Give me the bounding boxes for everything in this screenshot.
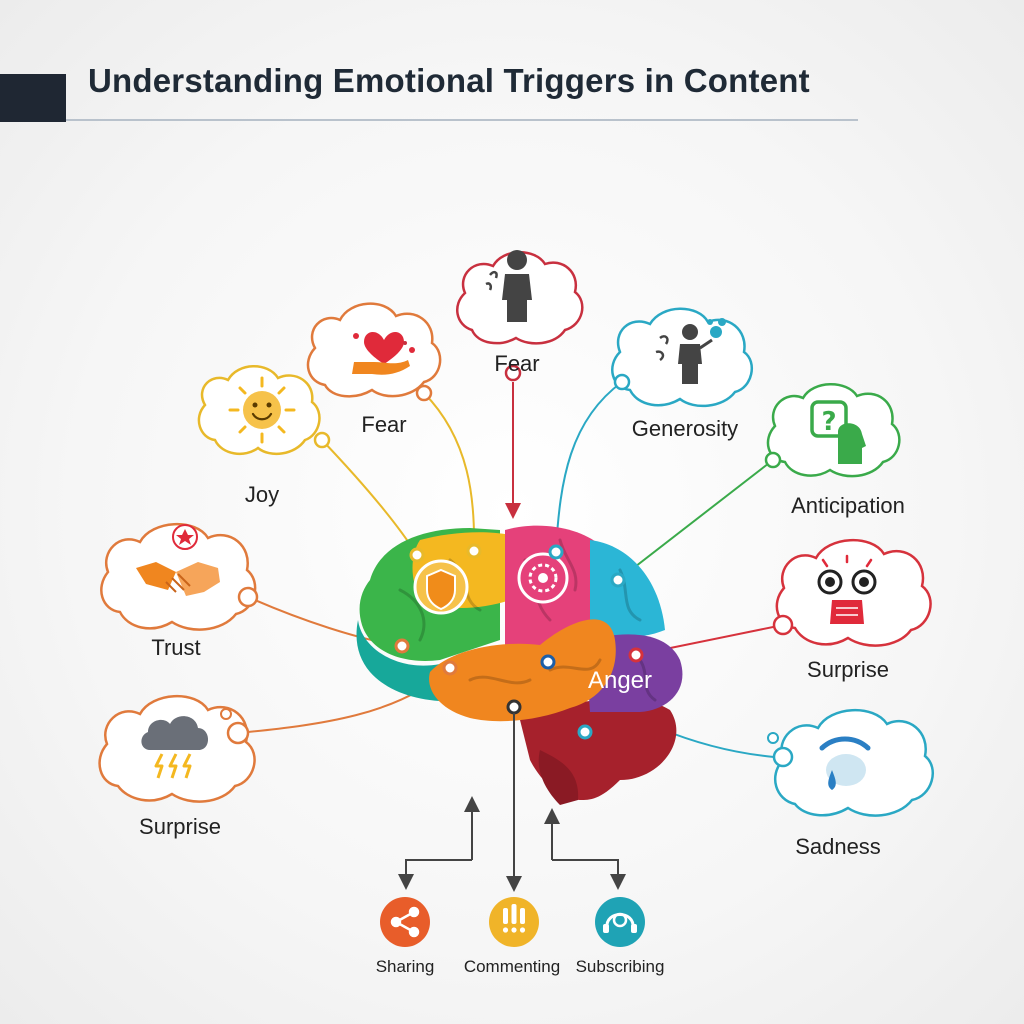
shield-icon	[413, 559, 469, 615]
title-divider	[66, 119, 858, 121]
brain-stem	[538, 750, 579, 805]
share-icon	[380, 897, 430, 947]
connector-anticipation	[617, 459, 774, 581]
brain-illustration: Anger	[356, 525, 683, 805]
bubble-fear-top	[456, 250, 584, 382]
tear-drop-icon	[819, 736, 871, 790]
bubble-generosity	[611, 307, 754, 408]
node-dot	[394, 638, 410, 654]
node-dot	[442, 660, 458, 676]
brain-anger-label: Anger	[588, 667, 652, 694]
bubble-trust	[100, 523, 259, 631]
bubble-anticipation: ?	[764, 383, 901, 478]
label-generosity: Generosity	[632, 416, 738, 441]
node-dot	[577, 724, 593, 740]
label-surprise-right: Surprise	[807, 657, 889, 682]
connector-generosity	[555, 381, 623, 551]
action-sharing	[380, 897, 430, 947]
node-dot	[610, 572, 626, 588]
node-dot	[548, 544, 564, 560]
bubble-joy	[197, 365, 331, 456]
label-sharing: Sharing	[376, 957, 435, 976]
question-head-icon: ?	[810, 400, 866, 464]
label-trust: Trust	[151, 635, 200, 660]
node-dot	[540, 654, 556, 670]
heart-hand-icon	[352, 331, 415, 375]
brain-blue-lobe	[590, 540, 665, 638]
label-sadness: Sadness	[795, 834, 881, 859]
title-accent-bar	[0, 74, 66, 122]
action-commenting	[489, 897, 539, 947]
node-dot	[628, 647, 644, 663]
person-bubbles-icon	[655, 318, 726, 384]
connector-fear-left	[423, 392, 476, 552]
bubble-sadness	[767, 709, 934, 817]
brain-node-dots	[394, 543, 644, 740]
node-dot	[506, 699, 522, 715]
label-subscribing: Subscribing	[576, 957, 665, 976]
bubble-surprise-left	[98, 695, 256, 803]
bubble-surprise-right	[772, 539, 932, 647]
sun-face-icon	[228, 376, 296, 444]
action-subscribing	[595, 897, 645, 947]
node-dot	[409, 547, 425, 563]
node-dot	[466, 543, 482, 559]
person-icon	[485, 250, 532, 322]
label-fear-left: Fear	[361, 412, 406, 437]
label-fear-top: Fear	[494, 351, 539, 376]
svg-text:?: ?	[821, 407, 836, 437]
storm-cloud-icon	[141, 716, 209, 779]
fist-eyes-icon	[817, 554, 877, 624]
label-commenting: Commenting	[464, 957, 560, 976]
connector-joy	[321, 439, 418, 556]
page-title: Understanding Emotional Triggers in Cont…	[88, 62, 810, 99]
label-anticipation: Anticipation	[791, 493, 905, 518]
label-joy: Joy	[245, 482, 279, 507]
gear-icon	[517, 552, 569, 604]
action-flow-arrows	[398, 713, 626, 892]
headset-icon	[595, 897, 645, 947]
brain-orange-lobe	[429, 619, 616, 722]
handshake-icon	[136, 524, 220, 596]
label-surprise-left: Surprise	[139, 814, 221, 839]
bubble-fear-left	[306, 302, 442, 402]
